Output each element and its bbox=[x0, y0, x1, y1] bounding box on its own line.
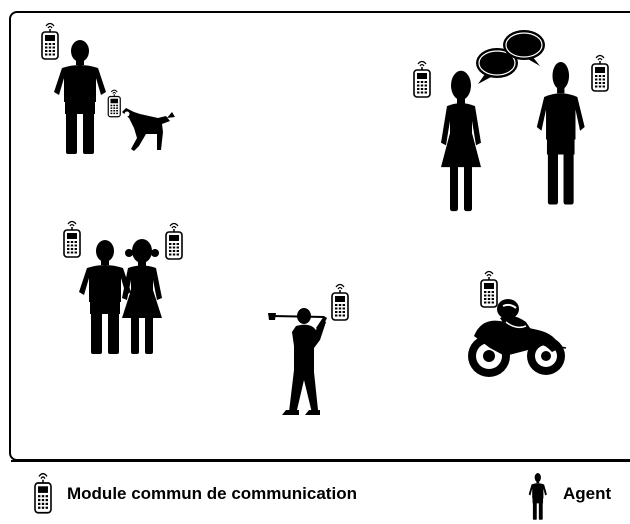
couple-group bbox=[63, 220, 183, 354]
agent-icon bbox=[528, 473, 547, 520]
conversation-group bbox=[413, 30, 609, 212]
phone-icon bbox=[41, 22, 59, 60]
dog-figure bbox=[122, 108, 175, 151]
phone-icon bbox=[165, 222, 183, 260]
motorcycle-figure bbox=[468, 299, 567, 377]
phone-icon bbox=[413, 60, 431, 98]
phone-icon bbox=[591, 54, 609, 92]
legend bbox=[11, 460, 630, 520]
speech-bubble-icon bbox=[476, 48, 518, 84]
man-figure bbox=[54, 40, 106, 154]
legend-module-label: Module commun de communication bbox=[67, 484, 357, 503]
phone-icon bbox=[331, 283, 349, 321]
golfer-figure bbox=[268, 308, 327, 415]
man-figure bbox=[536, 62, 585, 205]
woman-figure bbox=[441, 70, 481, 212]
phone-icon bbox=[480, 270, 498, 308]
phone-icon bbox=[34, 472, 52, 514]
woman-figure bbox=[122, 239, 162, 354]
motorcyclist-group bbox=[468, 270, 567, 377]
phone-icon bbox=[107, 89, 121, 118]
scene-frame bbox=[9, 11, 630, 461]
golfer-group bbox=[268, 283, 349, 415]
person-with-dog-group bbox=[41, 22, 175, 154]
phone-icon bbox=[63, 220, 81, 258]
legend-agent-label: Agent bbox=[563, 484, 612, 503]
speech-bubble-icon bbox=[503, 30, 545, 66]
